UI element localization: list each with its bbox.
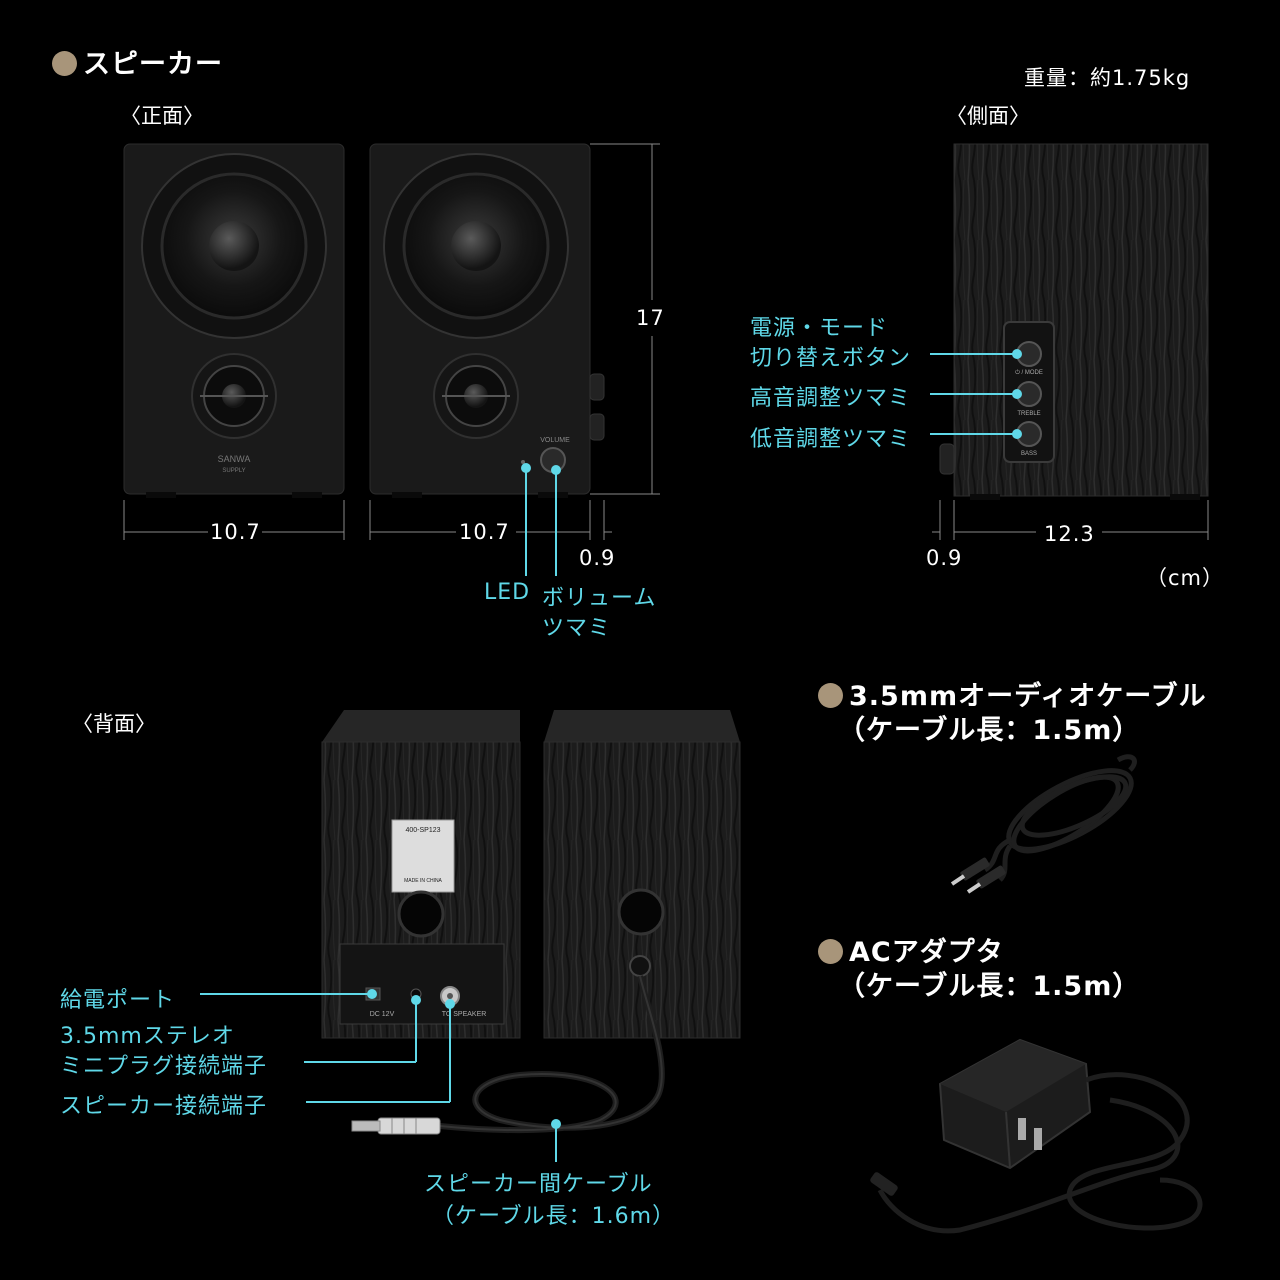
rca-plug-icon [351, 1117, 441, 1135]
ac-adapter-title: ACアダプタ [818, 930, 1004, 969]
volume-label-1: ボリューム [542, 586, 657, 611]
led-indicator [521, 460, 525, 464]
side-view-label: 〈側面〉 [946, 104, 1030, 128]
bass-panel-label: BASS [1021, 451, 1037, 457]
audio-cable-title-text: 3.5mmオーディオケーブル [849, 681, 1207, 712]
brand-sub-label: SUPPLY [222, 468, 245, 474]
back-left-speaker [321, 710, 521, 1039]
back-callout-lines [200, 993, 557, 1162]
speaker-port-label: スピーカー接続端子 [60, 1094, 268, 1119]
section-title-speaker: スピーカー [52, 42, 223, 81]
weight-text: 重量：約1.75kg [1024, 66, 1191, 90]
unit-label: （cm） [1146, 566, 1225, 590]
front-right-speaker [369, 143, 605, 498]
inter-cable-label-1: スピーカー間ケーブル [424, 1172, 653, 1197]
audio-cable-coil [983, 754, 1137, 882]
back-right-speaker [543, 710, 741, 1039]
side-callout-lines [930, 353, 1017, 435]
made-in-label: MADE IN CHINA [404, 878, 442, 884]
bass-label: 低音調整ツマミ [750, 427, 912, 452]
side-speaker [939, 143, 1209, 500]
power-port-label: 給電ポート [60, 988, 176, 1013]
dim-height: 17 [636, 306, 665, 330]
bullet-dot-icon [818, 683, 843, 708]
mini-jack-label-1: 3.5mmステレオ [60, 1024, 235, 1049]
mini-jack-label-2: ミニプラグ接続端子 [60, 1054, 268, 1079]
volume-panel-label: VOLUME [540, 437, 570, 444]
dim-front-left-width: 10.7 [210, 520, 261, 544]
mode-panel-label: ⏻ / MODE [1015, 369, 1043, 376]
model-sticker-label: 400-SP123 [405, 827, 440, 834]
ac-adapter-length: （ケーブル長：1.5m） [838, 971, 1141, 1002]
dc-port-label: DC 12V [370, 1011, 395, 1018]
ac-adapter-title-text: ACアダプタ [849, 937, 1004, 968]
dim-front-right-width: 10.7 [459, 520, 510, 544]
dim-knob-depth-front: 0.9 [579, 546, 616, 570]
dim-knob-depth-side: 0.9 [926, 546, 963, 570]
power-label-2: 切り替えボタン [750, 346, 912, 371]
audio-cable-length: （ケーブル長：1.5m） [838, 715, 1141, 746]
inter-cable-label-2: （ケーブル長：1.6m） [432, 1204, 676, 1229]
brand-label: SANWA [218, 454, 251, 464]
to-speaker-label: TO SPEAKER [442, 1011, 487, 1018]
speaker-title-text: スピーカー [83, 49, 223, 80]
led-label: LED [484, 580, 531, 605]
side-dimension-lines [932, 500, 1209, 540]
back-view-label: 〈背面〉 [72, 712, 156, 736]
dim-side-depth: 12.3 [1044, 522, 1095, 546]
front-callout-lines [525, 468, 557, 576]
bullet-dot-icon [52, 51, 77, 76]
bullet-dot-icon [818, 939, 843, 964]
front-view-label: 〈正面〉 [120, 104, 204, 128]
power-label-1: 電源・モード [750, 316, 889, 341]
ac-adapter [870, 1038, 1203, 1234]
volume-label-2: ツマミ [542, 616, 612, 641]
treble-label: 高音調整ツマミ [750, 386, 912, 411]
mini-plug-icon [950, 857, 1006, 894]
front-dimension-lines [123, 143, 660, 540]
treble-panel-label: TREBLE [1017, 411, 1040, 417]
front-left-speaker [123, 143, 345, 498]
audio-cable-title: 3.5mmオーディオケーブル [818, 674, 1207, 713]
